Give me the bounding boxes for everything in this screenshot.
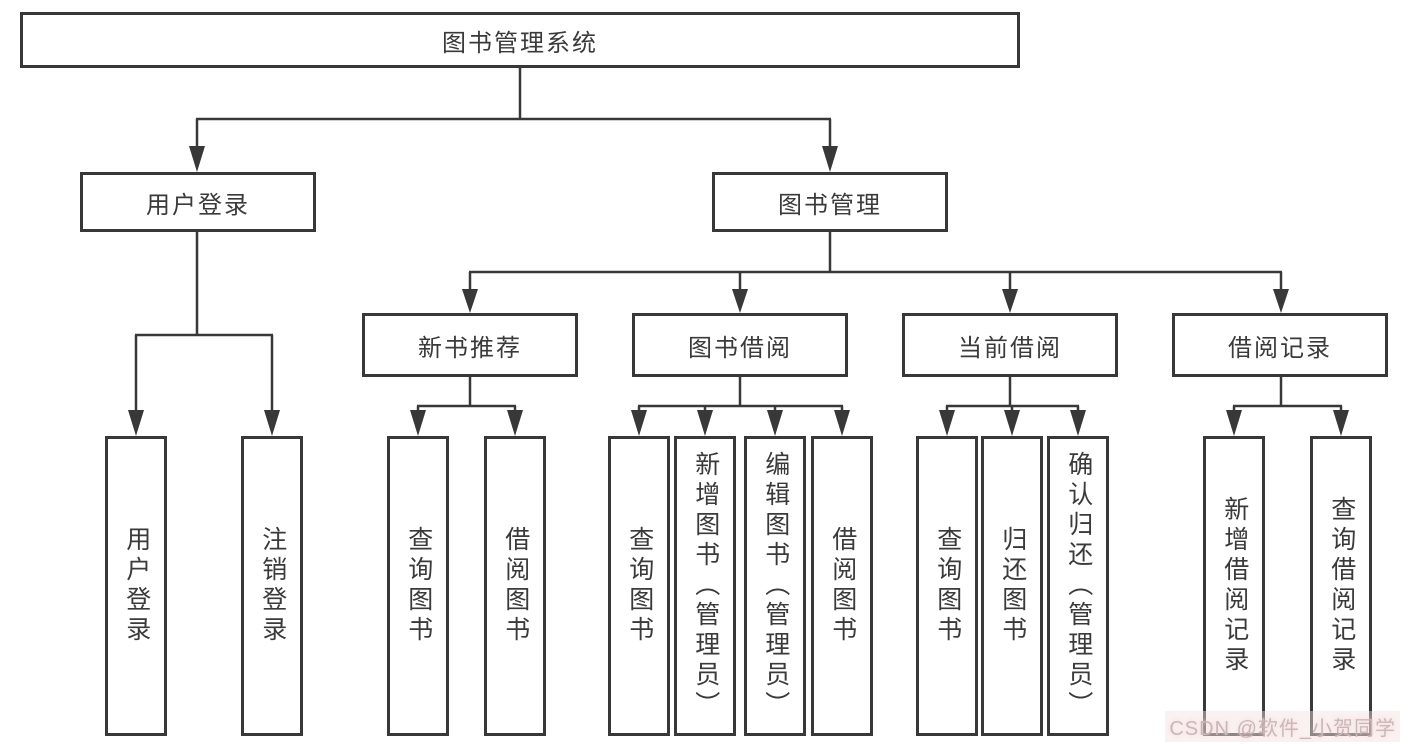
node-label: 归还图书 (998, 526, 1027, 646)
node-label: 查询借阅记录 (1327, 496, 1356, 676)
node-label: 查询图书 (933, 526, 962, 646)
node-label: 用户登录 (146, 191, 250, 219)
node-borrowing-records: 借阅记录 (1172, 313, 1388, 377)
node-label: 借阅图书 (828, 526, 857, 646)
node-current-borrowing: 当前借阅 (902, 313, 1118, 377)
node-book-borrowing: 图书借阅 (632, 313, 848, 377)
node-label: 注销登录 (258, 526, 287, 646)
leaf-borrow-books-recommend: 借阅图书 (484, 436, 546, 736)
leaf-user-login: 用户登录 (105, 436, 167, 736)
node-label: 查询图书 (404, 526, 433, 646)
node-label: 新书推荐 (418, 334, 522, 362)
node-label: 图书管理 (778, 191, 882, 219)
node-user-login: 用户登录 (80, 172, 316, 232)
node-label: 新增图书（管理员） (691, 451, 720, 721)
arrowheads (128, 146, 1349, 436)
node-label: 图书借阅 (688, 334, 792, 362)
leaf-return-books: 归还图书 (981, 436, 1043, 736)
node-label: 查询图书 (625, 526, 654, 646)
leaf-edit-books-admin: 编辑图书（管理员） (744, 436, 806, 736)
leaf-logout: 注销登录 (241, 436, 303, 736)
node-label: 当前借阅 (958, 334, 1062, 362)
node-label: 用户登录 (122, 526, 151, 646)
node-label: 借阅记录 (1228, 334, 1332, 362)
leaf-borrow-books: 借阅图书 (811, 436, 873, 736)
node-book-management: 图书管理 (712, 172, 948, 232)
leaf-query-books-recommend: 查询图书 (387, 436, 449, 736)
csdn-watermark: CSDN @软件_小贺同学 (1165, 711, 1400, 742)
node-label: 确认归还（管理员） (1064, 451, 1093, 721)
node-label: 图书管理系统 (442, 29, 598, 57)
leaf-add-books-admin: 新增图书（管理员） (674, 436, 736, 736)
node-label: 借阅图书 (501, 526, 530, 646)
node-label: 编辑图书（管理员） (761, 451, 790, 721)
leaf-add-borrow-record: 新增借阅记录 (1203, 436, 1265, 736)
node-label: 新增借阅记录 (1220, 496, 1249, 676)
leaf-query-borrow-record: 查询借阅记录 (1310, 436, 1372, 736)
leaf-query-books-borrowing: 查询图书 (608, 436, 670, 736)
node-new-book-recommend: 新书推荐 (362, 313, 578, 377)
leaf-confirm-return-admin: 确认归还（管理员） (1047, 436, 1109, 736)
node-library-management-system: 图书管理系统 (20, 12, 1020, 68)
leaf-query-books-current: 查询图书 (916, 436, 978, 736)
